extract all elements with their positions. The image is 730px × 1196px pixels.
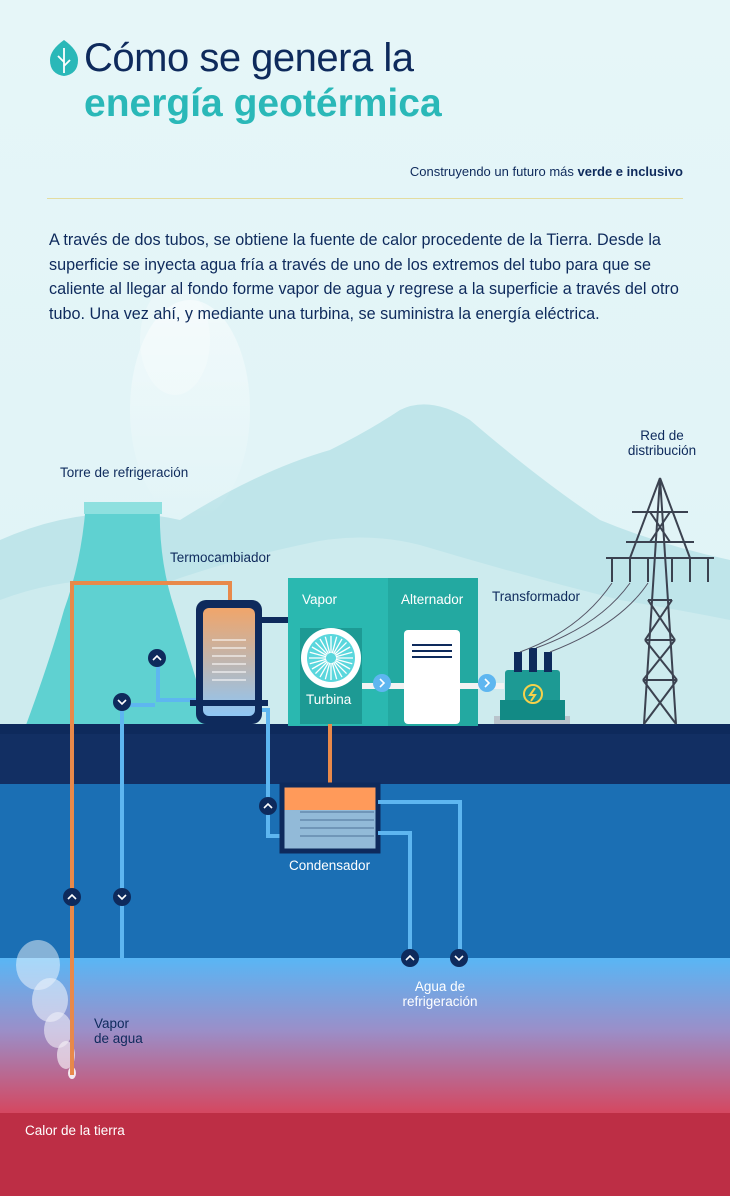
divider xyxy=(47,198,683,199)
turbine-blade xyxy=(335,659,351,670)
label-grid-line1: Red de xyxy=(640,428,684,443)
turbine-blade xyxy=(331,662,338,680)
turbine-blade xyxy=(319,662,330,678)
label-transformer: Transformador xyxy=(492,589,581,604)
turbine-blade xyxy=(324,662,331,680)
chevron-up-icon xyxy=(401,949,419,967)
transformer xyxy=(494,648,570,724)
turbine-blade xyxy=(309,658,327,665)
tagline-prefix: Construyendo un futuro más xyxy=(409,164,578,179)
label-water-vapor-line2: de agua xyxy=(94,1031,143,1046)
turbine-blade xyxy=(311,646,327,657)
turbine-blade xyxy=(309,651,327,658)
title-line1: Cómo se genera la xyxy=(84,36,414,80)
chevron-right-icon xyxy=(478,674,496,692)
label-cooling-water: Agua de refrigeración xyxy=(396,979,484,1009)
turbine-blade xyxy=(335,658,353,665)
chevron-down-icon xyxy=(450,949,468,967)
turbine-blade xyxy=(311,659,327,670)
turbine-fan-icon xyxy=(309,636,353,680)
label-cooling-tower: Torre de refrigeración xyxy=(60,465,189,480)
chevron-up-icon xyxy=(148,649,166,667)
label-condenser: Condensador xyxy=(289,858,371,873)
label-grid-line2: distribución xyxy=(627,443,697,458)
turbine-blade xyxy=(319,638,330,654)
title-line2: energía geotérmica xyxy=(84,82,442,125)
condenser xyxy=(279,724,381,854)
tagline-bold: verde e inclusivo xyxy=(577,164,684,179)
transmission-tower xyxy=(606,477,714,725)
turbine-blade xyxy=(335,651,353,658)
label-earth-heat: Calor de la tierra xyxy=(25,1123,125,1138)
chevron-down-icon xyxy=(113,693,131,711)
label-cooling-water-line1: Agua de xyxy=(414,979,466,994)
chevron-up-icon xyxy=(63,888,81,906)
turbine-blade xyxy=(332,662,343,678)
label-heat-exchanger: Termocambiador xyxy=(170,550,271,565)
label-steam: Vapor xyxy=(302,592,338,607)
turbine-blade xyxy=(334,661,348,675)
label-water-vapor-line1: Vapor xyxy=(94,1016,130,1031)
label-water-vapor: Vapor de agua xyxy=(94,1016,143,1046)
flow-bubbles xyxy=(63,649,496,967)
turbine-blade xyxy=(332,638,343,654)
turbine-blade xyxy=(335,646,351,657)
intro-paragraph: A través de dos tubos, se obtiene la fue… xyxy=(49,231,679,323)
leaf-icon xyxy=(50,40,78,76)
label-cooling-water-line2: refrigeración xyxy=(402,994,478,1009)
label-turbine: Turbina xyxy=(306,692,352,707)
turbine-blade xyxy=(314,641,328,655)
tagline: Construyendo un futuro más verde e inclu… xyxy=(410,164,683,179)
chevron-up-icon xyxy=(259,797,277,815)
turbine-blade xyxy=(314,661,328,675)
heat-exchanger xyxy=(190,600,268,724)
power-house xyxy=(288,578,504,726)
turbine-blade xyxy=(324,636,331,654)
chevron-down-icon xyxy=(113,888,131,906)
label-alternator: Alternador xyxy=(401,592,464,607)
label-grid: Red de distribución xyxy=(624,428,700,458)
turbine-blade xyxy=(334,641,348,655)
turbine-blade xyxy=(331,636,338,654)
chevron-right-icon xyxy=(373,674,391,692)
